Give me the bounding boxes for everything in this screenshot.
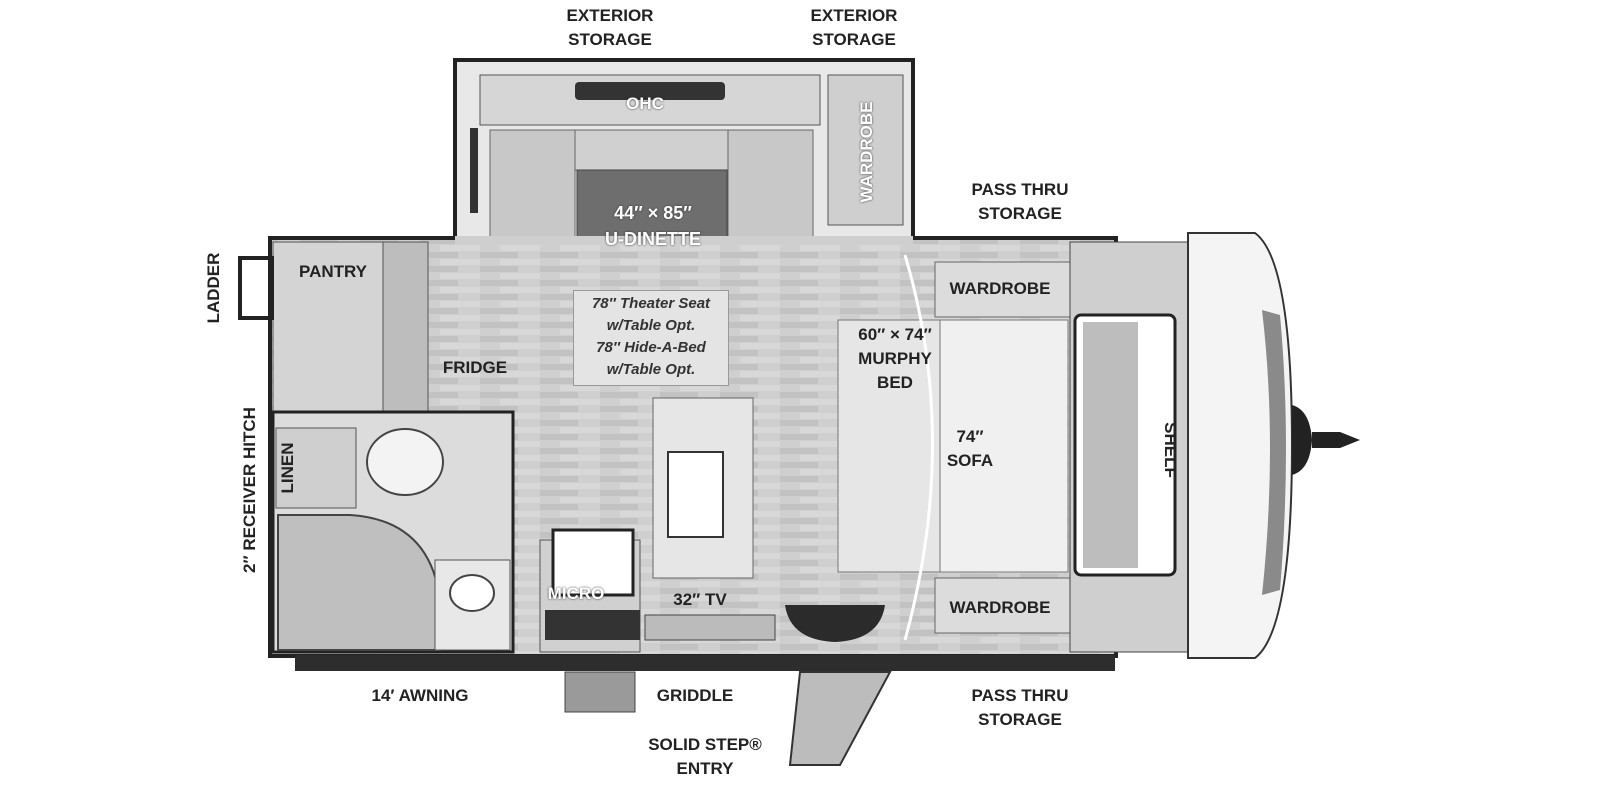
ladder [238,256,274,320]
sofa [939,319,1069,573]
sofa-label: 74″SOFA [946,427,994,470]
griddle-label: GRIDDLE [656,686,734,705]
micro-label: MICRO [547,584,605,603]
receiver-hitch-label: 2″ RECEIVER HITCH [240,407,259,573]
linen-label: LINEN [278,442,297,494]
awning-label: 14′ AWNING [371,686,469,705]
hitch [1292,405,1312,475]
tv-cabinet-bowl [785,605,885,642]
entry-step [788,671,892,766]
ladder-label: LADDER [204,252,223,324]
wardrobe-top [934,261,1071,318]
wardrobe-slide [827,74,904,226]
sink [667,451,724,538]
entry-label: SOLID STEP®ENTRY [648,735,762,778]
dinette-back [574,129,729,171]
ohc-label: OHC [626,94,664,113]
stove [551,528,635,597]
linen-cabinet [275,427,357,509]
fridge-label: FRIDGE [442,358,508,377]
wardrobe-bottom-label: WARDROBE [949,598,1051,617]
shelf-label: SHELF [1161,422,1180,478]
toilet [366,428,444,496]
griddle [564,671,636,713]
wardrobe-top-label: WARDROBE [949,279,1051,298]
pantry-label: PANTRY [299,262,367,281]
dinette-label: 44″ × 85″U-DINETTE [605,203,701,249]
fridge [382,241,429,413]
wardrobe-slide-label: WARDROBE [857,101,876,203]
awning-rail [295,655,1115,671]
tv-label: 32″ TV [673,590,727,609]
